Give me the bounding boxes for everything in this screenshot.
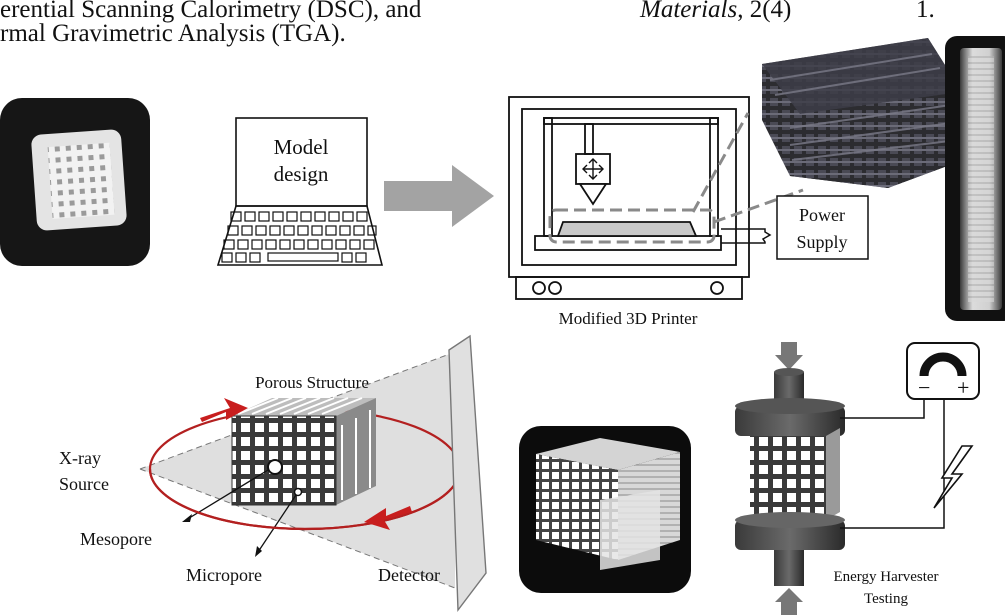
power-supply-label: Power — [799, 205, 845, 225]
move-icon — [582, 158, 604, 180]
meter-minus-label: − — [918, 375, 930, 400]
laptop-icon — [216, 117, 384, 266]
harvester-rig — [735, 342, 845, 615]
beam-edge-top — [139, 351, 456, 470]
sample-render-photo — [519, 426, 691, 593]
citation-journal: Materials — [640, 0, 738, 23]
xray-label-2: Source — [59, 474, 109, 494]
harvester-label-2: Testing — [864, 591, 908, 607]
orbit-arrow-bottom — [364, 506, 412, 530]
xray-label: X-ray — [59, 448, 101, 468]
header-text-line1: erential Scanning Calorimetry (DSC), and — [0, 0, 422, 23]
sample-photo — [0, 98, 150, 266]
build-area-dashed — [548, 208, 716, 244]
harvester-label: Energy Harvester — [833, 569, 938, 585]
strip-photo — [945, 36, 1005, 321]
model-design-label: Model — [274, 135, 329, 159]
citation-tail: 1. — [916, 0, 935, 23]
header-text-line2: rmal Gravimetric Analysis (TGA). — [0, 20, 346, 47]
printer-icon — [508, 96, 750, 300]
detector-label: Detector — [378, 565, 440, 585]
micropore-pointer — [257, 494, 297, 553]
meter-wiring — [840, 397, 945, 529]
mesopore-label: Mesopore — [80, 529, 152, 549]
porous-cube — [231, 397, 376, 506]
detector-panel — [448, 334, 487, 612]
citation-volume: , 2(4) — [737, 0, 792, 23]
mesopore-pointer — [185, 469, 269, 521]
orbit-front — [148, 468, 462, 531]
beam-edge-bottom — [139, 468, 456, 589]
citation: Materials, 2(4) — [640, 0, 791, 24]
mesopore-marker — [267, 459, 283, 475]
micropore-marker — [293, 487, 303, 497]
zoom-line-top — [691, 112, 750, 213]
model-design-label-2: design — [274, 162, 329, 186]
power-supply-label-2: Supply — [796, 232, 847, 252]
orbit-arrow-top — [200, 398, 248, 422]
process-arrow — [384, 165, 494, 227]
lattice-render — [762, 38, 962, 188]
power-supply-box — [776, 195, 869, 260]
micropore-label: Micropore — [186, 565, 262, 585]
voltmeter-icon — [906, 342, 980, 400]
power-wire — [721, 228, 772, 244]
lightning-icon — [933, 445, 974, 509]
porous-structure-label: Porous Structure — [255, 373, 369, 392]
meter-plus-label: + — [957, 375, 969, 400]
printer-caption: Modified 3D Printer — [559, 309, 698, 328]
